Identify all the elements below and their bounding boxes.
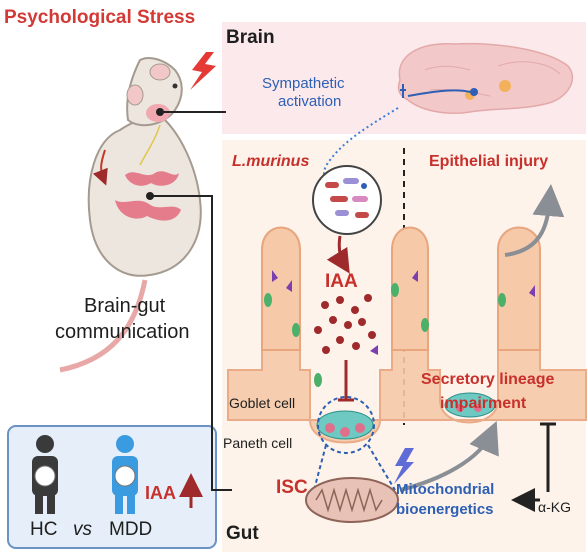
gut-connector	[150, 195, 232, 491]
epithelial-injury-label: Epithelial injury	[429, 153, 549, 170]
akg-label: α-KG	[538, 499, 571, 515]
epithelial-arrow	[504, 184, 565, 257]
mitochondrial-label-2: bioenergetics	[396, 501, 494, 518]
brain-gut-label-1: Brain-gut	[84, 295, 166, 317]
akg-inhibition	[540, 422, 556, 492]
gut-label: Gut	[226, 523, 259, 544]
brain-gut-label-2: communication	[55, 321, 190, 343]
brain-label: Brain	[226, 27, 275, 48]
legend-vs-label: vs	[73, 519, 92, 540]
legend-iaa-label: IAA	[145, 483, 176, 503]
iaa-label: IAA	[325, 271, 358, 292]
bacteria-cluster	[312, 165, 382, 235]
brain-illustration	[397, 42, 574, 115]
sympathetic-label-2: activation	[278, 93, 342, 110]
legend-hc-label: HC	[30, 519, 58, 540]
intestinal-villi	[227, 226, 587, 444]
paneth-cell-label: Paneth cell	[223, 435, 293, 451]
mdd-person-icon	[112, 435, 138, 514]
secretory-label-1: Secretory lineage	[421, 371, 555, 388]
secretory-label-2: impairment	[440, 395, 527, 412]
lmurinus-label: L.murinus	[232, 153, 310, 170]
goblet-cell-label: Goblet cell	[229, 395, 296, 411]
sympathetic-label-1: Sympathetic	[262, 75, 345, 92]
diagram-title: Psychological Stress	[4, 7, 196, 28]
energy-bolt	[394, 448, 414, 484]
legend-mdd-label: MDD	[109, 519, 153, 540]
mito-to-secretory-arrow	[399, 420, 499, 492]
hc-person-icon	[32, 435, 58, 514]
crypt-zoom-circle	[317, 396, 375, 454]
mitochondrial-label-1: Mitochondrial	[396, 481, 495, 498]
isc-label: ISC	[276, 477, 308, 498]
stress-bolt-icon	[190, 52, 216, 90]
iaa-inhibition	[338, 360, 354, 402]
bacteria-to-iaa-arrow	[326, 235, 350, 274]
mitochondrion	[305, 477, 399, 523]
iaa-molecules	[314, 294, 376, 354]
